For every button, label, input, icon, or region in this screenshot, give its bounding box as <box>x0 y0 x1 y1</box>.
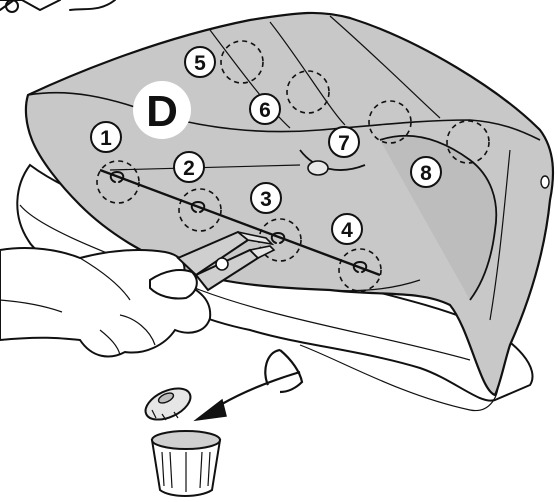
step-label: D <box>133 81 191 139</box>
top-left-object-fragment <box>0 0 115 12</box>
callout-2-label: 2 <box>183 157 195 180</box>
callout-8: 8 <box>411 157 441 187</box>
callout-3: 3 <box>251 183 281 213</box>
callout-5-label: 5 <box>194 52 206 75</box>
callout-8-label: 8 <box>420 162 432 185</box>
callout-3-label: 3 <box>260 188 272 211</box>
callout-1-label: 1 <box>100 127 112 150</box>
callout-4-label: 4 <box>341 219 353 242</box>
trash-bin-lid <box>141 382 195 426</box>
trash-bin <box>141 382 220 496</box>
callout-7: 7 <box>329 127 359 157</box>
callout-6-label: 6 <box>259 99 271 122</box>
callout-7-label: 7 <box>338 132 350 155</box>
callout-6: 6 <box>250 94 280 124</box>
callout-1: 1 <box>91 122 121 152</box>
cover-hole <box>308 161 328 175</box>
callout-4: 4 <box>332 214 362 244</box>
callout-5: 5 <box>185 47 215 77</box>
step-label-text: D <box>146 87 178 136</box>
discard-arrow <box>196 372 300 420</box>
removed-clip <box>265 350 302 392</box>
callout-2: 2 <box>174 152 204 182</box>
side-bolt <box>541 176 549 188</box>
